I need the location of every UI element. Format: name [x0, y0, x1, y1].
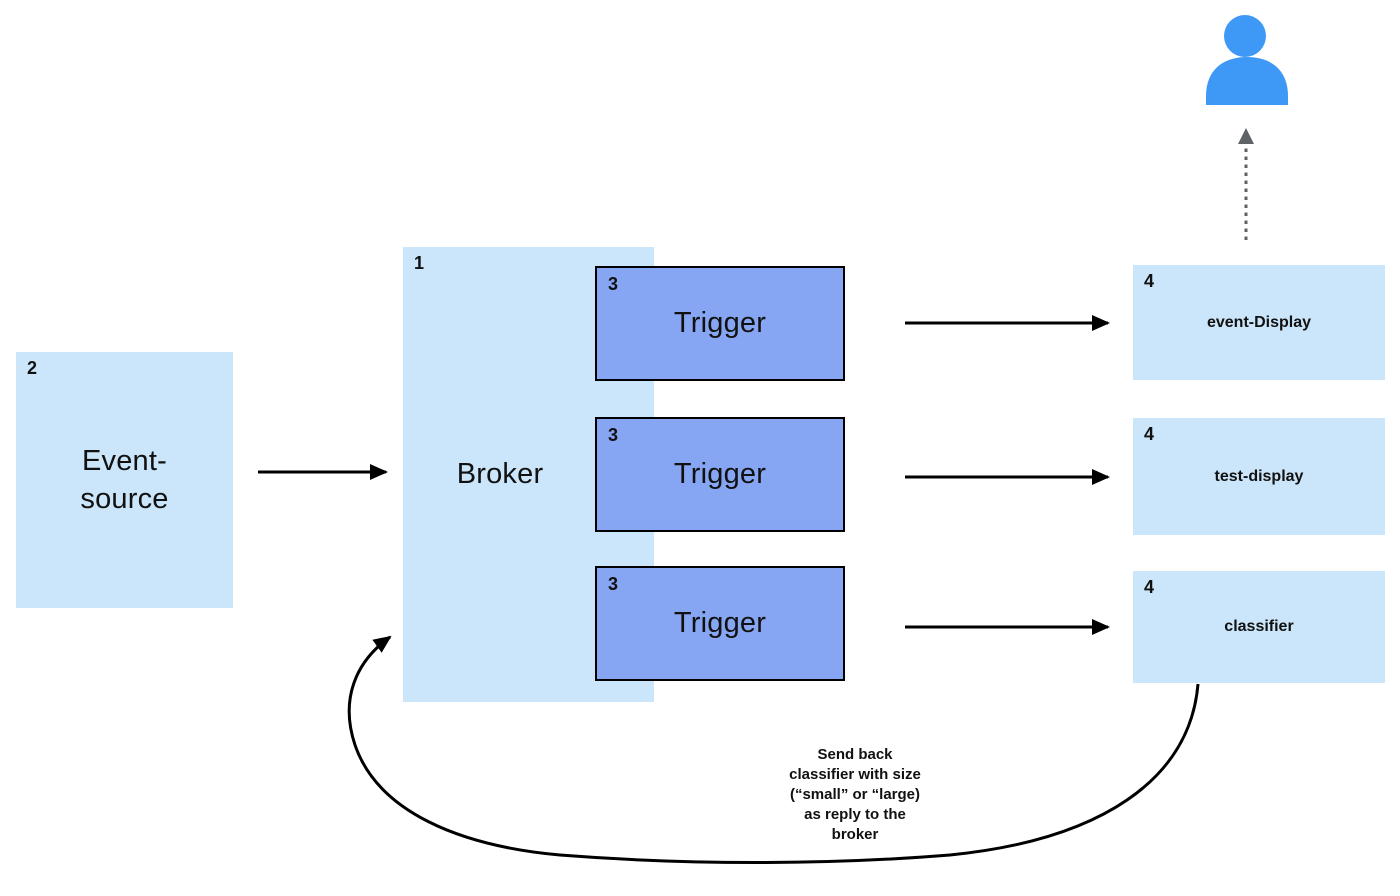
reply-annotation: Send back classifier with size (“small” … [789, 746, 921, 843]
trigger-box-3[interactable]: 3 Trigger [595, 566, 845, 681]
trigger-2-label: Trigger [673, 458, 767, 490]
event-source-box[interactable]: 2 Event-source [16, 352, 233, 608]
trigger-1-label: Trigger [673, 307, 767, 339]
trigger-2-badge: 3 [608, 425, 619, 445]
trigger-box-1[interactable]: 3 Trigger [595, 266, 845, 381]
user-icon [1206, 15, 1288, 105]
broker-label: Broker [456, 458, 544, 490]
service-box-event-display[interactable]: 4 event-Display [1133, 265, 1385, 380]
service-1-badge: 4 [1144, 271, 1155, 291]
event-source-badge: 2 [27, 358, 38, 378]
service-box-test-display[interactable]: 4 test-display [1133, 418, 1385, 535]
service-3-label: classifier [1224, 618, 1294, 635]
service-1-label: event-Display [1206, 313, 1312, 331]
service-2-badge: 4 [1144, 424, 1155, 444]
service-3-badge: 4 [1144, 577, 1155, 597]
broker-badge: 1 [414, 253, 425, 273]
event-source-label: Event-source [80, 445, 169, 515]
trigger-1-badge: 3 [608, 274, 619, 294]
service-2-label: test-display [1214, 467, 1304, 485]
service-box-classifier[interactable]: 4 classifier [1133, 571, 1385, 683]
trigger-3-badge: 3 [608, 574, 619, 594]
trigger-box-2[interactable]: 3 Trigger [595, 417, 845, 532]
trigger-3-label: Trigger [673, 607, 767, 639]
